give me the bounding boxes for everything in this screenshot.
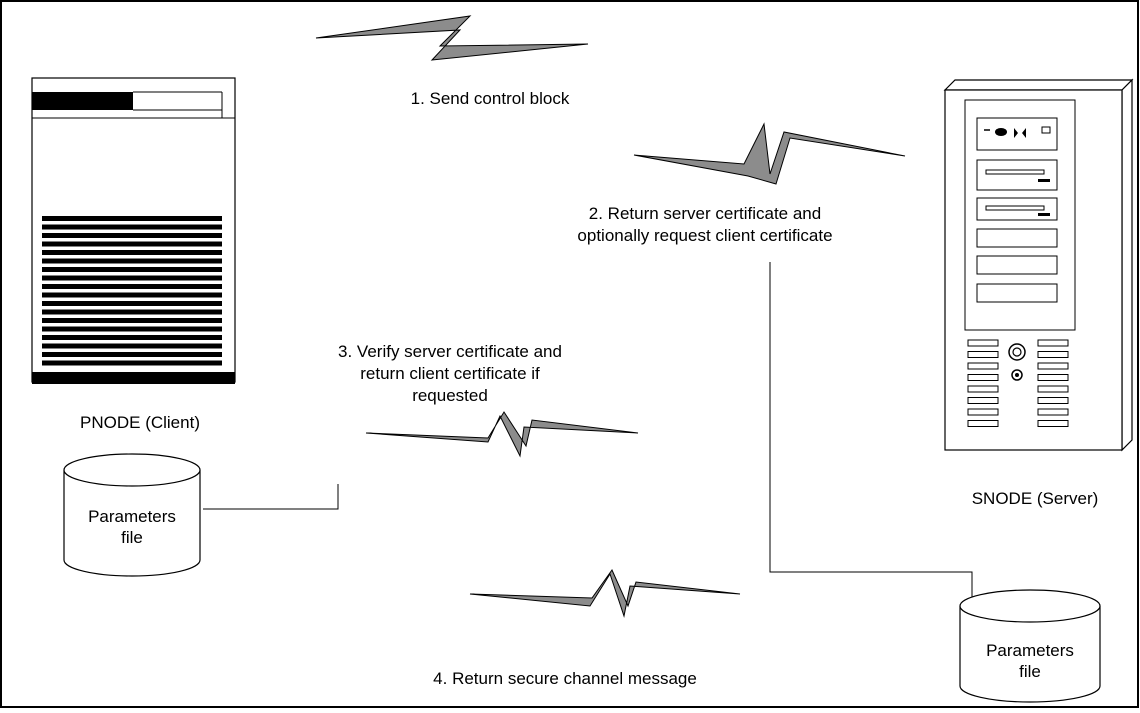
server-vents	[967, 339, 1069, 427]
step-2-line-2: optionally request client certificate	[577, 226, 833, 245]
server-vent-slot	[1037, 339, 1069, 347]
step-1-label: 1. Send control block	[410, 89, 570, 108]
vent-stripe	[42, 258, 222, 264]
vent-stripe	[42, 292, 222, 298]
vent-stripe	[42, 309, 222, 315]
vent-stripe	[42, 241, 222, 247]
server-vent-slot	[1037, 408, 1069, 416]
client-file-connector	[203, 484, 339, 510]
vent-stripe	[42, 224, 222, 230]
vent-stripe	[42, 267, 222, 272]
lightning-bolt-icon	[365, 411, 639, 458]
client-file-line-1: Parameters	[88, 507, 176, 526]
server-vent-slot	[967, 408, 999, 416]
step-3-line-2: return client certificate if	[360, 364, 540, 383]
step-3-label: 3. Verify server certificate and return …	[295, 341, 605, 407]
mainframe-vents	[42, 216, 222, 366]
lightning-bolt-icon	[633, 122, 906, 185]
server-file-line-2: file	[1019, 662, 1041, 681]
server-file-label: Parameters file	[960, 640, 1100, 682]
server-vent-slot	[1037, 420, 1069, 427]
database-cylinder-icon	[959, 589, 1101, 703]
server-vent-slot	[1037, 362, 1069, 370]
vent-stripe	[42, 284, 222, 289]
client-file-label: Parameters file	[64, 506, 200, 548]
tower-server-icon	[943, 78, 1134, 452]
vent-stripe	[42, 335, 222, 340]
step-2-label: 2. Return server certificate and optiona…	[535, 203, 875, 247]
server-file-line-1: Parameters	[986, 641, 1074, 660]
vent-stripe	[42, 275, 222, 281]
server-vent-slot	[1037, 397, 1069, 404]
server-file-connector	[769, 262, 973, 610]
vent-stripe	[42, 343, 222, 349]
vent-stripe	[42, 233, 222, 238]
vent-stripe	[42, 250, 222, 255]
server-vent-slot	[967, 420, 999, 427]
step-3-line-3: requested	[412, 386, 488, 405]
server-vent-slot	[967, 339, 999, 347]
server-vent-slot	[967, 385, 999, 393]
server-vent-slot	[1037, 385, 1069, 393]
lightning-bolt-icon	[469, 568, 741, 618]
server-vent-slot	[967, 374, 999, 381]
step-3-line-1: 3. Verify server certificate and	[338, 342, 562, 361]
mainframe-computer-icon	[31, 77, 236, 384]
vent-stripe	[42, 318, 222, 323]
lightning-bolt-icon	[315, 15, 589, 61]
server-vent-slot	[1037, 351, 1069, 358]
vent-stripe	[42, 352, 222, 357]
vent-stripe	[42, 216, 222, 221]
database-cylinder-icon	[63, 453, 201, 577]
step-4-label: 4. Return secure channel message	[433, 669, 697, 688]
server-vent-slot	[967, 351, 999, 358]
step-2-line-1: 2. Return server certificate and	[588, 204, 822, 223]
snode-label: SNODE (Server)	[971, 489, 1099, 508]
server-vent-slot	[967, 362, 999, 370]
client-file-line-2: file	[121, 528, 143, 547]
vent-stripe	[42, 326, 222, 332]
pnode-label: PNODE (Client)	[80, 413, 200, 432]
server-vent-slot	[967, 397, 999, 404]
server-vent-slot	[1037, 374, 1069, 381]
vent-stripe	[42, 301, 222, 306]
vent-stripe	[42, 360, 222, 366]
